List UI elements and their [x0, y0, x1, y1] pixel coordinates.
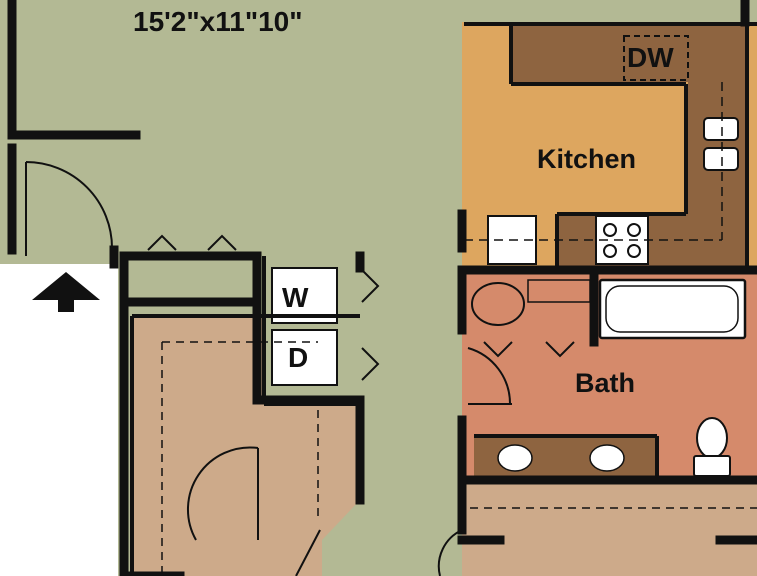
- bathtub: [598, 278, 747, 340]
- bedroom-door: [295, 529, 321, 576]
- burner: [627, 223, 641, 237]
- burner: [627, 244, 641, 258]
- linen-area: [471, 282, 525, 326]
- dishwasher-outline: [623, 35, 689, 81]
- bath-door-swing: [467, 347, 512, 405]
- closet-door-swing: [186, 446, 259, 541]
- burner: [603, 223, 617, 237]
- toilet-bowl: [696, 417, 728, 459]
- lower-right-room-floor: [462, 480, 757, 576]
- bath-label: Bath: [575, 368, 635, 398]
- doors: [25, 161, 575, 576]
- sink-basin-bottom: [703, 147, 739, 171]
- exterior-area: [0, 264, 118, 576]
- bathtub-basin: [605, 285, 739, 333]
- laundry-bifold-door: [361, 269, 380, 303]
- kitchen-label: Kitchen: [537, 144, 637, 174]
- vanity-sink: [589, 444, 625, 472]
- washer: [271, 267, 338, 324]
- laundry-bifold-door: [361, 347, 380, 381]
- dryer-label: D: [288, 342, 309, 373]
- lower-door-swing: [437, 529, 463, 576]
- bath-closet-bifold: [545, 341, 575, 358]
- thin-walls: [130, 22, 757, 576]
- dishwasher-label: DW: [627, 42, 674, 73]
- closet-dashed-lines: [161, 341, 757, 576]
- bifold-door: [147, 234, 177, 251]
- living-room-dimensions: 15'2"x11"10": [133, 6, 303, 37]
- toilet-tank: [693, 455, 731, 477]
- dryer: [271, 329, 338, 386]
- burner: [603, 244, 617, 258]
- bifold-door: [207, 234, 237, 251]
- up-arrow-icon: [32, 272, 100, 312]
- sink-basin-top: [703, 117, 739, 141]
- entry-door-swing: [25, 161, 113, 249]
- walls: [7, 0, 757, 576]
- bath-closet-bifold: [483, 341, 513, 358]
- washer-label: W: [282, 282, 309, 313]
- vanity-sink: [497, 444, 533, 472]
